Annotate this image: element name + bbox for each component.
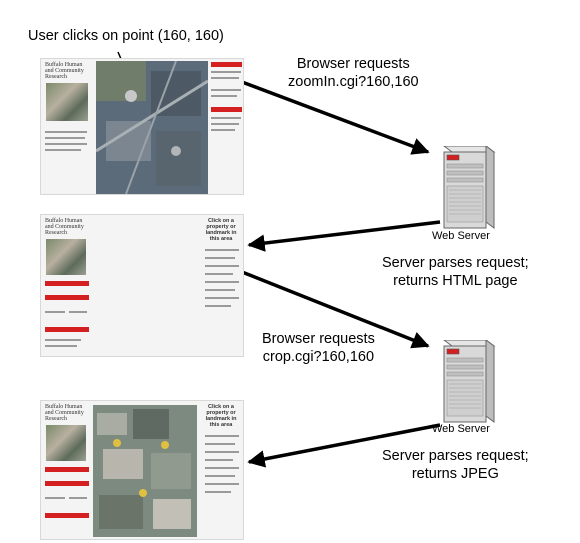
site-logo-text: Buffalo Human and Community Research: [45, 218, 84, 236]
red-header-bar: [45, 327, 89, 332]
right-panel-title-line3: landmark in: [205, 230, 237, 236]
right-panel-title-line3: landmark in: [205, 416, 237, 422]
text-line: [205, 281, 239, 283]
arrow-response-2: [247, 423, 441, 468]
text-line: [205, 483, 239, 485]
text-line: [69, 497, 87, 499]
text-line: [205, 451, 239, 453]
browser-request-1-line2: zoomIn.cgi?160,160: [288, 74, 419, 90]
site-logo-line3: Research: [45, 230, 67, 236]
aerial-map-image[interactable]: [96, 61, 208, 194]
site-logo-line2: and Community: [45, 68, 84, 74]
site-logo-line3: Research: [45, 416, 67, 422]
arrow-request-2: [241, 270, 430, 349]
cropped-aerial-jpeg[interactable]: [93, 405, 197, 537]
red-header-bar: [45, 467, 89, 472]
red-header-bar: [45, 281, 89, 286]
server-parse-1-label: Server parses request; returns HTML page: [382, 254, 529, 290]
site-logo-line3: Research: [45, 74, 67, 80]
site-logo-line2: and Community: [45, 410, 84, 416]
text-line: [205, 435, 239, 437]
text-line: [45, 131, 87, 133]
web-server-2-label: Web Server: [432, 423, 490, 435]
text-line: [211, 123, 239, 125]
site-thumbnail-image: [46, 425, 86, 461]
text-line: [45, 497, 65, 499]
text-line: [205, 443, 235, 445]
site-logo-line1: Buffalo Human: [45, 218, 83, 224]
text-line: [45, 311, 65, 313]
site-logo-line1: Buffalo Human: [45, 404, 83, 410]
server-parse-2-line1: Server parses request;: [382, 448, 529, 464]
text-line: [211, 77, 239, 79]
screenshot-initial-page: Buffalo Human and Community Research: [40, 58, 244, 195]
text-line: [45, 143, 87, 145]
arrow-response-1: [247, 220, 441, 252]
web-server-2-icon: [443, 340, 496, 423]
text-line: [205, 297, 239, 299]
server-parse-1-line1: Server parses request;: [382, 255, 529, 271]
right-panel-title: Click on a property or landmark in this …: [201, 404, 241, 428]
text-line: [205, 249, 239, 251]
text-line: [205, 289, 235, 291]
text-line: [205, 257, 235, 259]
text-line: [205, 475, 235, 477]
browser-request-1-label: Browser requests zoomIn.cgi?160,160: [288, 55, 419, 91]
red-header-bar: [45, 513, 89, 518]
web-server-1-icon: [443, 146, 496, 229]
arrow-request-1: [241, 80, 430, 155]
right-panel-title-line4: this area: [209, 236, 233, 242]
site-logo-line2: and Community: [45, 224, 84, 230]
browser-request-1-line1: Browser requests: [296, 56, 410, 72]
text-line: [205, 265, 239, 267]
right-panel-title: Click on a property or landmark in this …: [201, 218, 241, 242]
server-parse-1-line2: returns HTML page: [393, 273, 518, 289]
text-line: [45, 149, 81, 151]
text-line: [211, 129, 235, 131]
text-line: [205, 273, 233, 275]
screenshot-html-page: Buffalo Human and Community Research Cli…: [40, 214, 244, 357]
browser-request-2-label: Browser requests crop.cgi?160,160: [262, 330, 375, 366]
server-parse-2-line2: returns JPEG: [411, 466, 499, 482]
site-thumbnail-image: [46, 83, 88, 121]
text-line: [45, 345, 77, 347]
right-panel-title-line4: this area: [209, 422, 233, 428]
text-line: [205, 491, 231, 493]
screenshot-cropped-jpeg-page: Buffalo Human and Community Research Cli…: [40, 400, 244, 540]
web-server-1-label: Web Server: [432, 230, 490, 242]
user-click-label: User clicks on point (160, 160): [28, 28, 224, 44]
text-line: [211, 71, 241, 73]
text-line: [205, 467, 239, 469]
site-logo-text: Buffalo Human and Community Research: [45, 404, 84, 422]
text-line: [205, 459, 233, 461]
text-line: [211, 95, 237, 97]
red-header-bar: [211, 107, 242, 112]
browser-request-2-line1: Browser requests: [262, 331, 375, 347]
red-header-bar: [45, 481, 89, 486]
right-panel-title-line2: property or: [206, 410, 236, 416]
text-line: [211, 89, 241, 91]
text-line: [211, 117, 241, 119]
text-line: [45, 137, 85, 139]
right-panel-title-line2: property or: [206, 224, 236, 230]
red-header-bar: [211, 62, 242, 67]
browser-request-2-line2: crop.cgi?160,160: [262, 349, 375, 365]
site-logo-line1: Buffalo Human: [45, 62, 83, 68]
text-line: [45, 339, 81, 341]
right-panel-title-line1: Click on a: [208, 404, 234, 410]
red-header-bar: [45, 295, 89, 300]
site-logo-text: Buffalo Human and Community Research: [45, 62, 84, 80]
server-parse-2-label: Server parses request; returns JPEG: [382, 447, 529, 483]
right-panel-title-line1: Click on a: [208, 218, 234, 224]
text-line: [205, 305, 231, 307]
site-thumbnail-image: [46, 239, 86, 275]
text-line: [69, 311, 87, 313]
